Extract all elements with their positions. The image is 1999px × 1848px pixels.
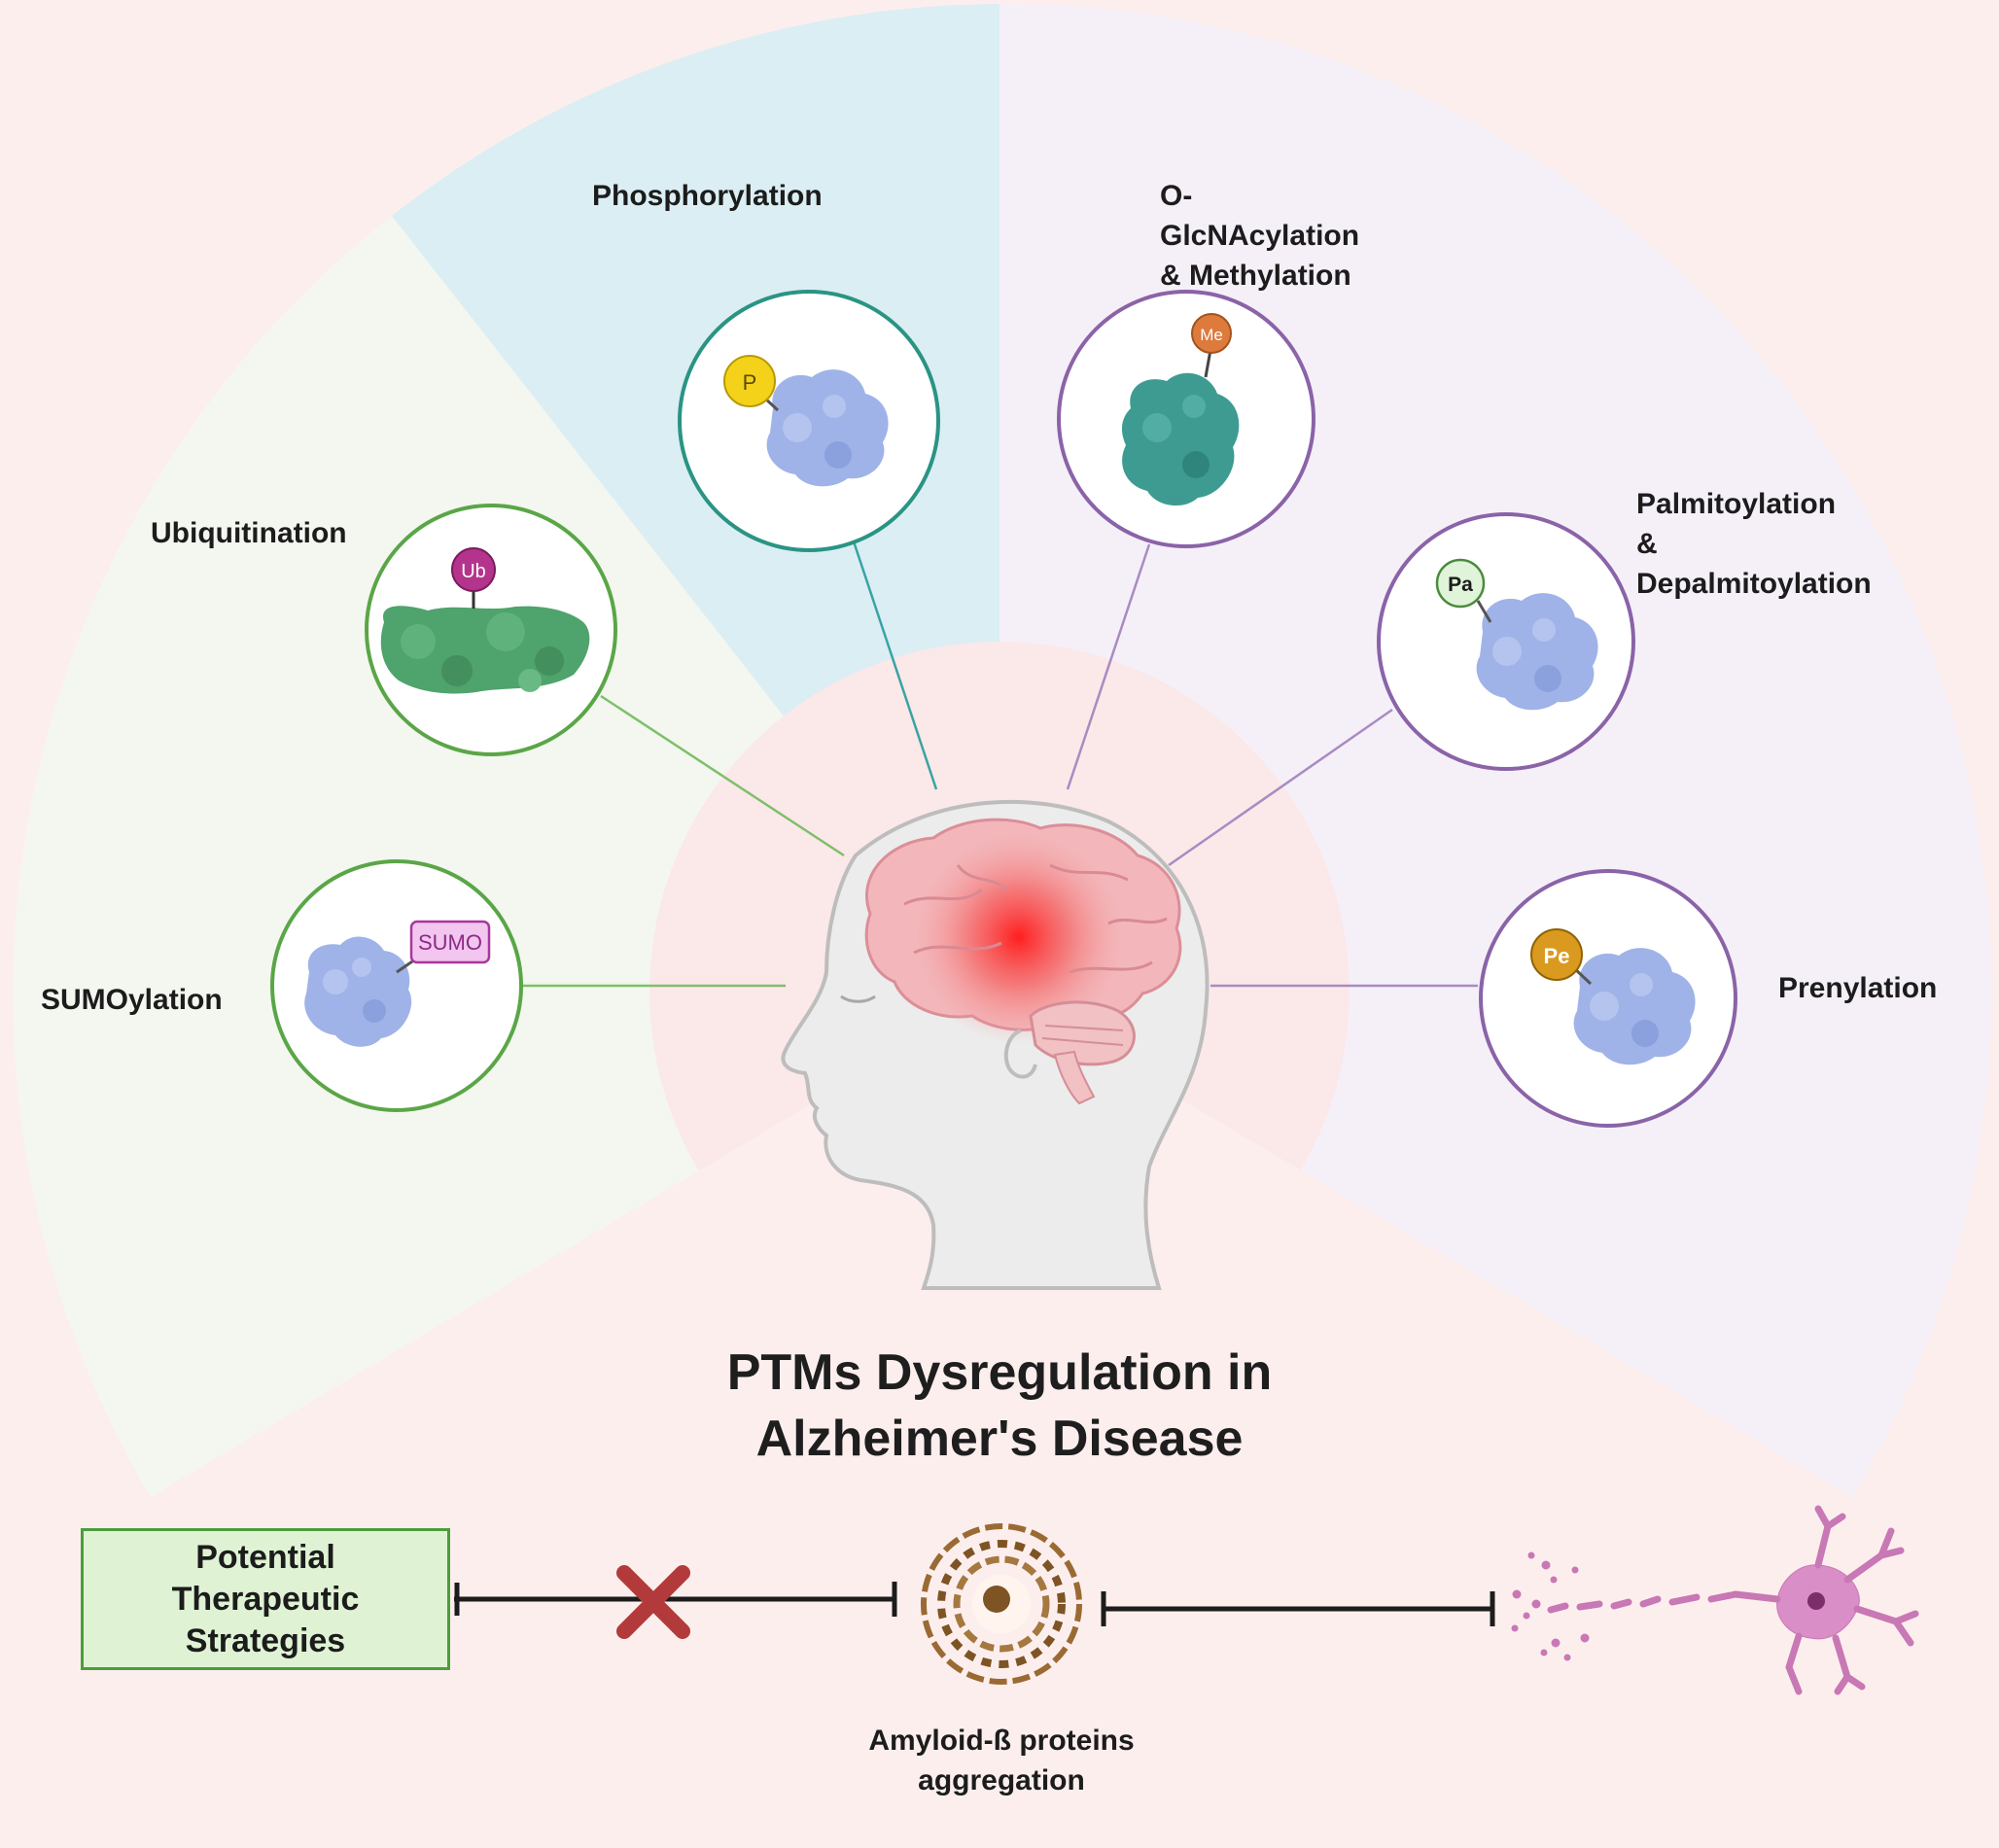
palmitoylation-label-line3: Depalmitoylation (1636, 568, 1872, 600)
protein-blob-icon (304, 936, 412, 1047)
connector-oglcnac (1066, 543, 1151, 790)
x-mark-icon (616, 1565, 690, 1639)
ub-tag: Ub (461, 561, 486, 582)
oglcnac-label-line1: O- (1160, 180, 1193, 212)
oglcnac-label-line2: GlcNAcylation (1160, 220, 1360, 252)
therapy-line2: Therapeutic (171, 1580, 360, 1618)
therapy-line3: Strategies (185, 1621, 346, 1659)
amyloid-label-line1: Amyloid-ß proteins (868, 1725, 1135, 1757)
brain-head-icon (781, 799, 1210, 1290)
sector-green (13, 216, 1000, 1497)
ptm-sumoylation: SUMO (270, 859, 523, 1112)
sumo-tag: SUMO (418, 930, 482, 955)
ptm-prenylation: Pe (1479, 869, 1737, 1128)
prenylation-label: Prenylation (1778, 972, 1938, 1004)
neuron-icon (1511, 1505, 1919, 1695)
p-tag: P (743, 370, 757, 395)
amyloid-plaque-icon (921, 1523, 1082, 1685)
palmitoylation-label-line1: Palmitoylation (1636, 488, 1837, 520)
diagram-title: PTMs Dysregulation in Alzheimer's Diseas… (0, 1340, 1999, 1472)
connector-ubiquitination (600, 694, 845, 857)
connector-phosphorylation (852, 540, 938, 790)
oglcnac-label-line3: & Methylation (1160, 260, 1351, 292)
ptm-ubiquitination: Ub (365, 504, 617, 756)
sumoylation-label: SUMOylation (41, 984, 223, 1016)
amyloid-label-line2: aggregation (918, 1764, 1085, 1796)
therapy-line1: Potential (195, 1538, 335, 1576)
pa-tag: Pa (1448, 574, 1473, 596)
ubiquitination-label: Ubiquitination (151, 517, 347, 549)
protein-blob-icon (766, 369, 889, 487)
title-line2: Alzheimer's Disease (755, 1411, 1244, 1467)
protein-blob-icon (380, 606, 590, 694)
palmitoylation-label-line2: & (1636, 528, 1658, 560)
title-line1: PTMs Dysregulation in (726, 1344, 1273, 1401)
therapy-box: Potential Therapeutic Strategies (81, 1528, 450, 1670)
me-tag: Me (1200, 326, 1223, 344)
ptm-palmitoylation: Pa (1377, 512, 1635, 771)
pe-tag: Pe (1544, 944, 1570, 968)
palmitoylation-label: Palmitoylation & Depalmitoylation (1636, 484, 1872, 604)
bottom-flow (454, 1505, 1919, 1695)
bottom-region (151, 992, 1852, 1843)
amyloid-label: Amyloid-ß proteins aggregation (856, 1721, 1147, 1800)
connector-palmitoylation (1168, 708, 1393, 867)
oglcnac-label: O- GlcNAcylation & Methylation (1160, 176, 1359, 296)
connector-lines (523, 540, 1478, 988)
protein-blob-icon (1573, 948, 1696, 1065)
protein-blob-icon (1476, 593, 1598, 711)
ptm-oglcnac: Me (1057, 290, 1315, 548)
protein-blob-icon (1121, 372, 1240, 506)
ptm-phosphorylation: P (678, 290, 940, 552)
phosphorylation-label: Phosphorylation (592, 180, 823, 212)
